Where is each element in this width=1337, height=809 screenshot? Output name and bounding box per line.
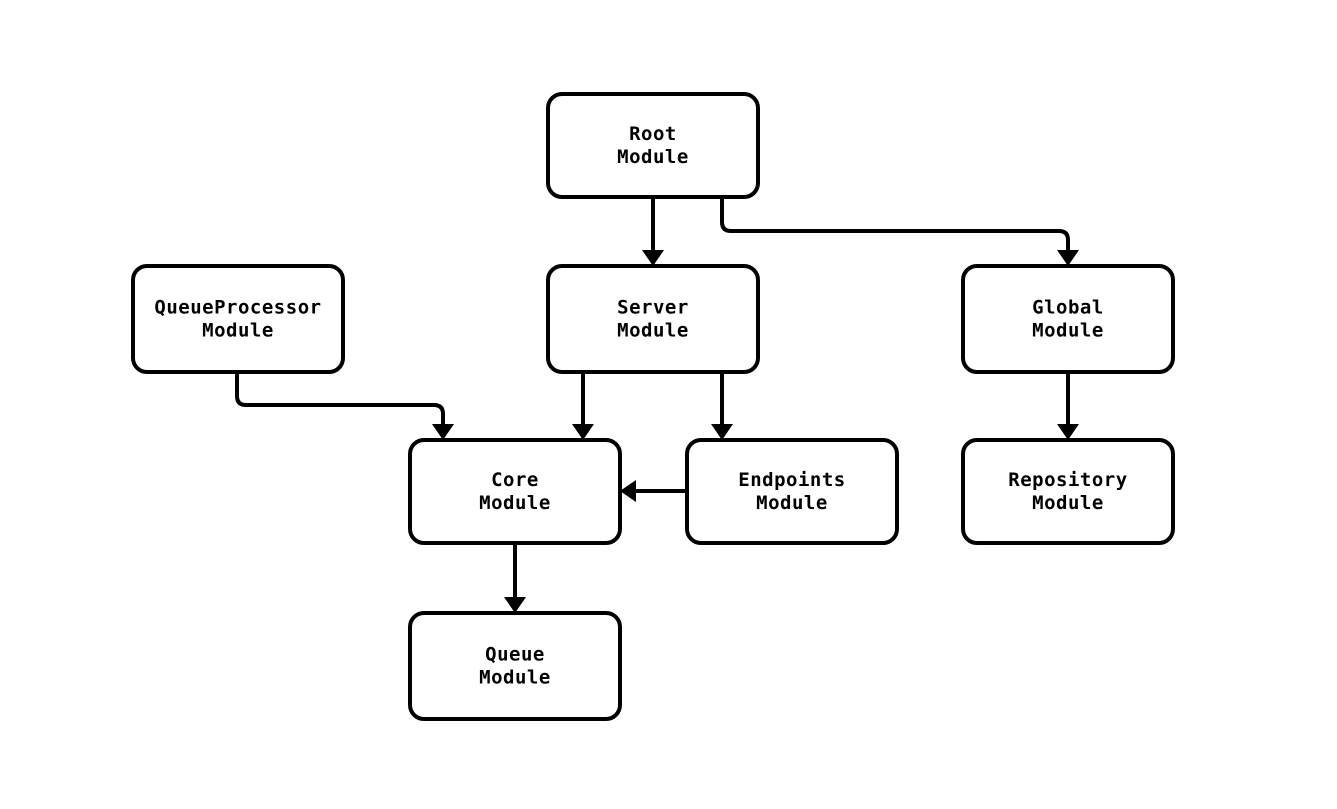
node-box[interactable] <box>408 611 622 721</box>
edge-server-to-core <box>572 372 594 440</box>
edge-server-to-endpoints <box>711 372 733 440</box>
node-label-line2: Module <box>617 320 689 342</box>
edge-endpoints-to-core <box>620 480 687 502</box>
node-label-line1: Root <box>629 123 677 145</box>
node-box[interactable] <box>408 438 622 545</box>
node-label-line2: Module <box>479 667 551 689</box>
node-box[interactable] <box>685 438 899 545</box>
node-box[interactable] <box>961 264 1175 374</box>
node-label-line1: QueueProcessor <box>154 297 321 319</box>
edge-line <box>235 372 445 426</box>
node-label-line1: Core <box>491 469 539 491</box>
node-label-line2: Module <box>479 492 551 514</box>
arrowhead-icon <box>1057 250 1079 266</box>
node-box[interactable] <box>961 438 1175 545</box>
arrowhead-icon <box>711 424 733 440</box>
arrowhead-icon <box>1057 424 1079 440</box>
node-label-line1: Endpoints <box>738 469 845 491</box>
edge-queueprocessor-to-core <box>235 372 454 440</box>
arrowhead-icon <box>620 480 636 502</box>
node-label-line2: Module <box>1032 492 1104 514</box>
arrowhead-icon <box>642 250 664 266</box>
node-label-line1: Global <box>1032 297 1104 319</box>
node-box[interactable] <box>546 92 760 199</box>
node-label-line1: Queue <box>485 644 545 666</box>
arrowhead-icon <box>572 424 594 440</box>
node-label-line2: Module <box>1032 320 1104 342</box>
edge-global-to-repository <box>1057 372 1079 440</box>
arrowhead-icon <box>432 424 454 440</box>
node-box[interactable] <box>131 264 345 374</box>
edges-layer <box>235 197 1079 613</box>
node-label-line2: Module <box>756 492 828 514</box>
node-label-line1: Repository <box>1008 469 1127 491</box>
edge-root-to-server <box>642 197 664 266</box>
arrowhead-icon <box>504 597 526 613</box>
nodes-layer: RootModuleQueueProcessorModuleServerModu… <box>131 92 1175 721</box>
node-label-line2: Module <box>617 146 689 168</box>
node-label-line2: Module <box>202 320 274 342</box>
node-label-line1: Server <box>617 297 689 319</box>
edge-core-to-queue <box>504 543 526 613</box>
node-box[interactable] <box>546 264 760 374</box>
edge-root-to-global <box>720 197 1079 266</box>
edge-line <box>720 197 1070 252</box>
